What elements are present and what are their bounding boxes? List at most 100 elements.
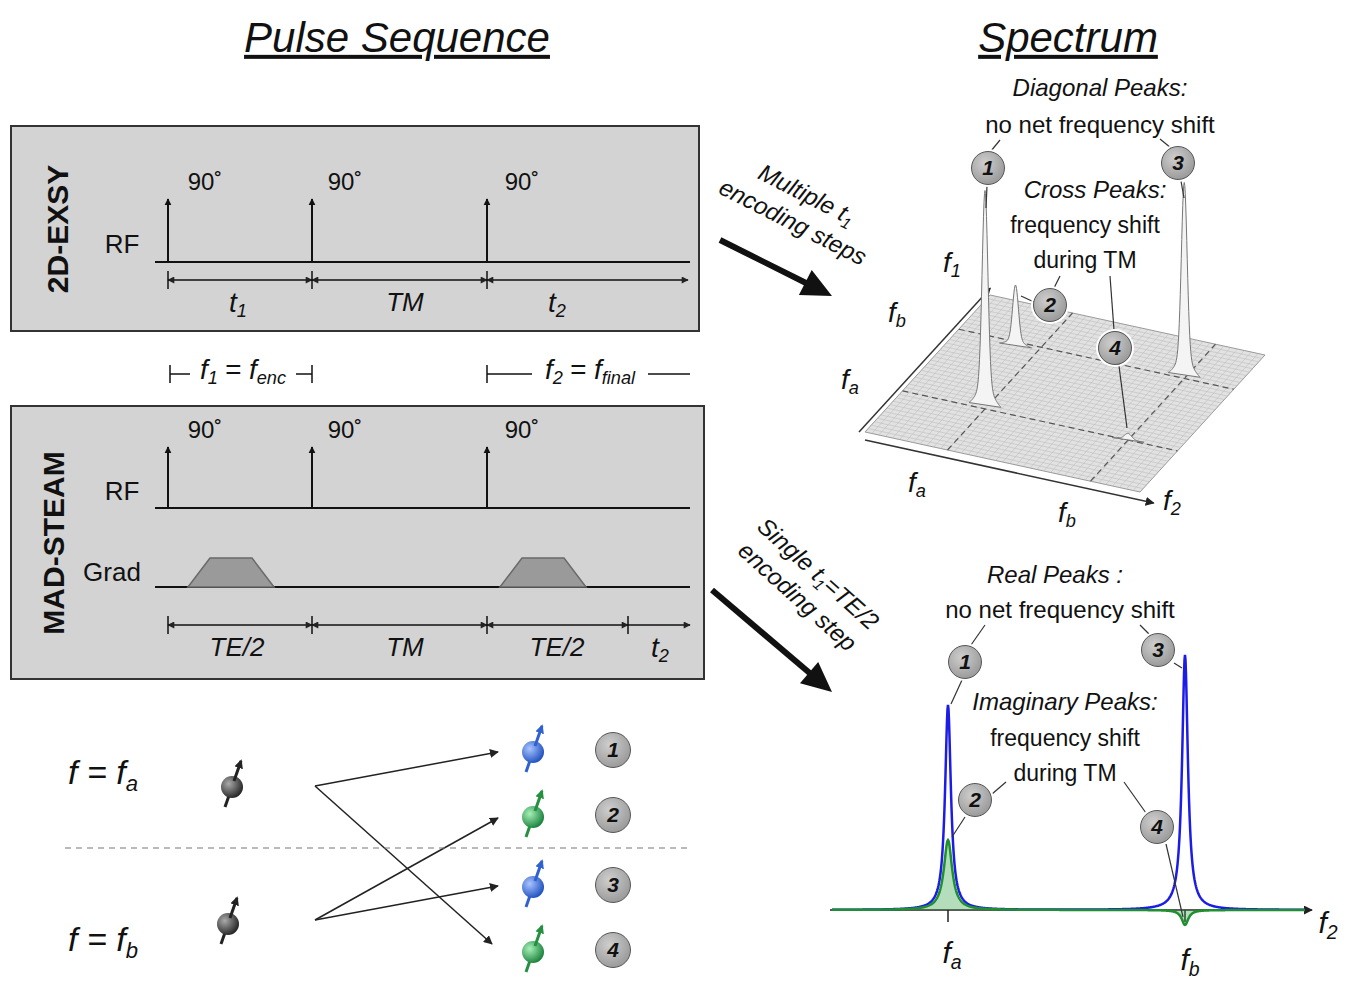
label-line: TE/2 (530, 633, 585, 663)
callout-circle: 2 (1033, 288, 1067, 322)
label-group: Imaginary Peaks: (972, 688, 1157, 716)
label-group: Diagonal Peaks: (1013, 74, 1188, 102)
callout-number: 1 (607, 738, 619, 762)
label-text: 90˚ (328, 168, 363, 195)
label-line: 90˚ (505, 168, 540, 196)
label-line: 90˚ (188, 416, 223, 444)
label-line: f2= ffinal (545, 354, 635, 389)
transfer-arrow (315, 818, 498, 920)
label-group: fb (1058, 497, 1076, 532)
callout-circle: 2 (958, 783, 992, 817)
label-group: no net frequency shift (945, 596, 1174, 624)
label-text: Real Peaks : (987, 561, 1123, 588)
subscript: 1 (951, 262, 961, 282)
subscript: enc (257, 369, 286, 389)
callout-number: 4 (1109, 336, 1121, 360)
label-line: Real Peaks : (987, 561, 1123, 589)
label-text: Cross Peaks: (1024, 176, 1167, 203)
label-group: 90˚ (188, 168, 223, 196)
label-text: 90˚ (188, 416, 223, 443)
subscript: b (896, 312, 906, 332)
label-line: 90˚ (505, 416, 540, 444)
label-text: 90˚ (505, 416, 540, 443)
label-line: fa (841, 364, 859, 399)
label-group: fa (942, 936, 961, 973)
label-line: frequency shift (1010, 212, 1160, 238)
label-line: during TM (1013, 760, 1116, 786)
label-line: Pulse Sequence (244, 14, 550, 62)
subscript: 2 (1327, 921, 1338, 943)
label-line: f = fa (68, 753, 138, 796)
spectral-peak (1112, 433, 1144, 442)
label-group: 90˚ (505, 416, 540, 444)
label-line: f2 (1318, 906, 1337, 943)
label-group: t1 (229, 287, 247, 322)
subscript: 1 (237, 302, 247, 322)
subscript: a (126, 771, 138, 796)
spin-symbol (522, 926, 544, 972)
callout-number: 1 (959, 650, 971, 674)
subscript: 2 (659, 647, 669, 667)
subscript: b (1189, 958, 1200, 980)
label-line: f = fb (68, 920, 138, 963)
label-text: f (1180, 943, 1188, 976)
callout-circle: 1 (948, 645, 982, 679)
label-text: = f (570, 354, 602, 385)
real-spectrum (832, 655, 1305, 910)
label-text: Grad (83, 557, 141, 587)
transfer-arrow (315, 886, 498, 920)
subscript: 2 (1171, 500, 1181, 520)
label-group: TE/2 (210, 633, 265, 663)
label-text: frequency shift (1010, 212, 1160, 238)
label-group: 90˚ (328, 168, 363, 196)
label-line: no net frequency shift (945, 596, 1174, 624)
label-group: no net frequency shift (985, 111, 1214, 139)
label-group: f1= fenc (200, 354, 286, 389)
subscript: 2 (553, 369, 563, 389)
label-line: fb (888, 297, 906, 332)
label-line: f2 (1163, 485, 1181, 520)
label-text: f (841, 364, 849, 395)
label-text: t (651, 632, 659, 663)
spectrum-plane (865, 295, 1265, 492)
spectral-peak (1168, 182, 1200, 377)
label-line: t1 (229, 287, 247, 322)
label-line: Spectrum (978, 14, 1158, 62)
label-group: f1 (943, 247, 961, 282)
subscript: 2 (556, 302, 566, 322)
label-line: RF (105, 477, 140, 507)
label-group: Spectrum (978, 14, 1158, 62)
label-text: f (888, 297, 896, 328)
label-line: fa (908, 467, 926, 502)
label-text: = f (225, 354, 257, 385)
label-text: TM (386, 287, 424, 317)
label-text: t (548, 287, 556, 318)
callout-number: 2 (607, 803, 619, 827)
label-group: fb (888, 297, 906, 332)
callout-number: 1 (982, 156, 994, 180)
callout-number: 3 (1152, 638, 1164, 662)
label-line: 90˚ (188, 168, 223, 196)
label-group: RF (105, 477, 140, 507)
callout-circle: 3 (595, 867, 631, 903)
label-line: TE/2 (210, 633, 265, 663)
callout-number: 3 (1172, 151, 1184, 175)
axis-tick (947, 910, 949, 922)
label-text: no net frequency shift (985, 111, 1214, 138)
label-group: f2= ffinal (545, 354, 635, 389)
label-text: 90˚ (328, 416, 363, 443)
label-group: 90˚ (328, 416, 363, 444)
subscript: final (602, 369, 635, 389)
label-text: frequency shift (990, 725, 1140, 751)
subscript: a (951, 951, 962, 973)
label-group: fb (1180, 943, 1199, 980)
label-line: TM (386, 633, 424, 663)
callout-number: 4 (1151, 815, 1163, 839)
label-line: fb (1058, 497, 1076, 532)
label-group: TE/2 (530, 633, 585, 663)
spin-symbol (522, 861, 544, 907)
spin-symbol (522, 726, 544, 772)
label-line: Grad (83, 558, 141, 588)
callout-number: 2 (1044, 293, 1056, 317)
